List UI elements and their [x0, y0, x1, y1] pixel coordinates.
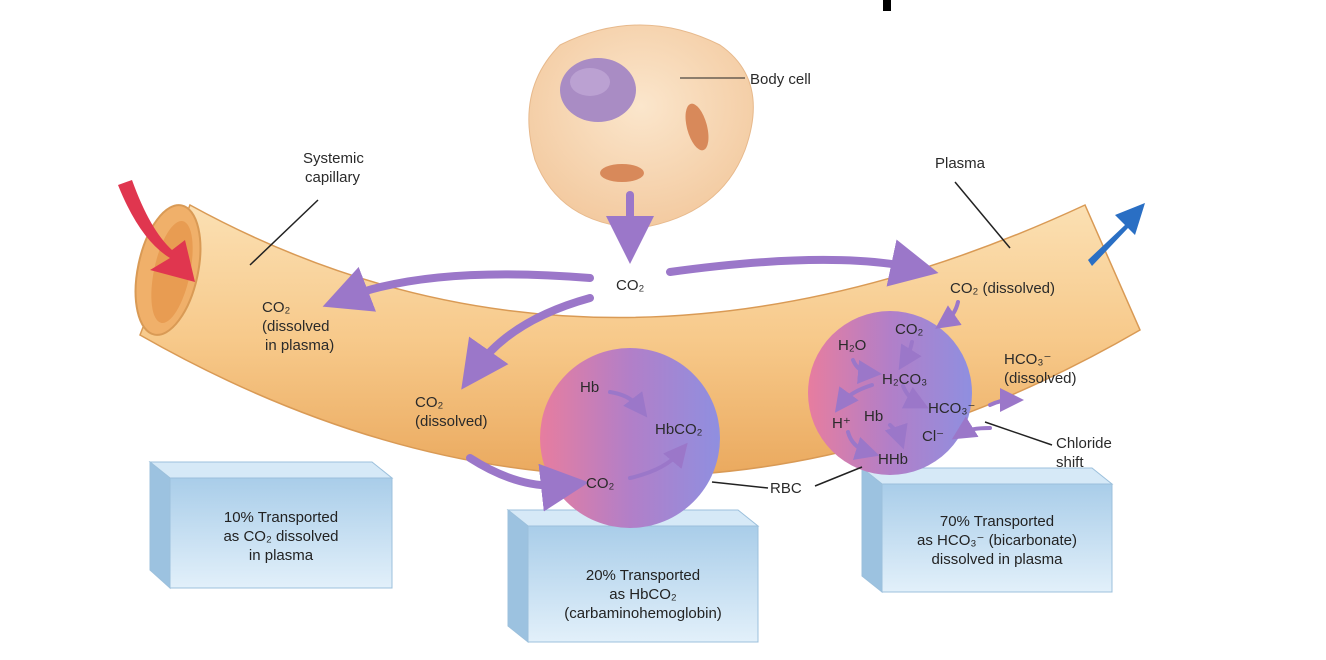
label-body-cell: Body cell	[750, 71, 811, 88]
label-h2co3: H₂CO₃	[882, 371, 927, 388]
blood-outflow-arrow	[1088, 203, 1145, 266]
mitochondrion	[600, 164, 644, 182]
label-hhb: HHb	[878, 451, 908, 468]
label-hco3-dissolved: HCO₃⁻(dissolved)	[1004, 351, 1077, 387]
label-cl: Cl⁻	[922, 428, 944, 445]
label-hbco2: HbCO₂	[655, 421, 703, 438]
label-plasma: Plasma	[935, 155, 986, 172]
label-rbc: RBC	[770, 480, 802, 497]
label-h2o: H₂O	[838, 337, 866, 354]
black-mark	[883, 0, 891, 11]
label-hco3-in-rbc: HCO₃⁻	[928, 400, 975, 417]
label-co2-rbc2: CO₂	[895, 321, 924, 338]
co2-flow-arrows	[322, 191, 939, 512]
label-co2-center: CO₂	[616, 277, 645, 294]
label-co2-dissolved-right: CO₂ (dissolved)	[950, 280, 1055, 297]
body-cell	[528, 24, 754, 229]
label-hb2: Hb	[864, 408, 883, 425]
leader-lines	[249, 181, 1053, 489]
label-hb: Hb	[580, 379, 599, 396]
label-co2-rbc: CO₂	[586, 475, 615, 492]
label-co2-dissolved-mid: CO₂(dissolved)	[415, 394, 488, 430]
blood-inflow-arrow	[118, 180, 195, 282]
box-70-percent	[860, 466, 1114, 594]
reaction-arrows	[608, 300, 1024, 480]
mitochondrion	[685, 103, 709, 151]
box-20-percent	[506, 508, 760, 644]
chloride-shift-channel	[973, 413, 983, 423]
rbc-left	[540, 348, 720, 528]
box-10-percent	[148, 460, 394, 590]
label-h-plus: H⁺	[832, 415, 851, 432]
